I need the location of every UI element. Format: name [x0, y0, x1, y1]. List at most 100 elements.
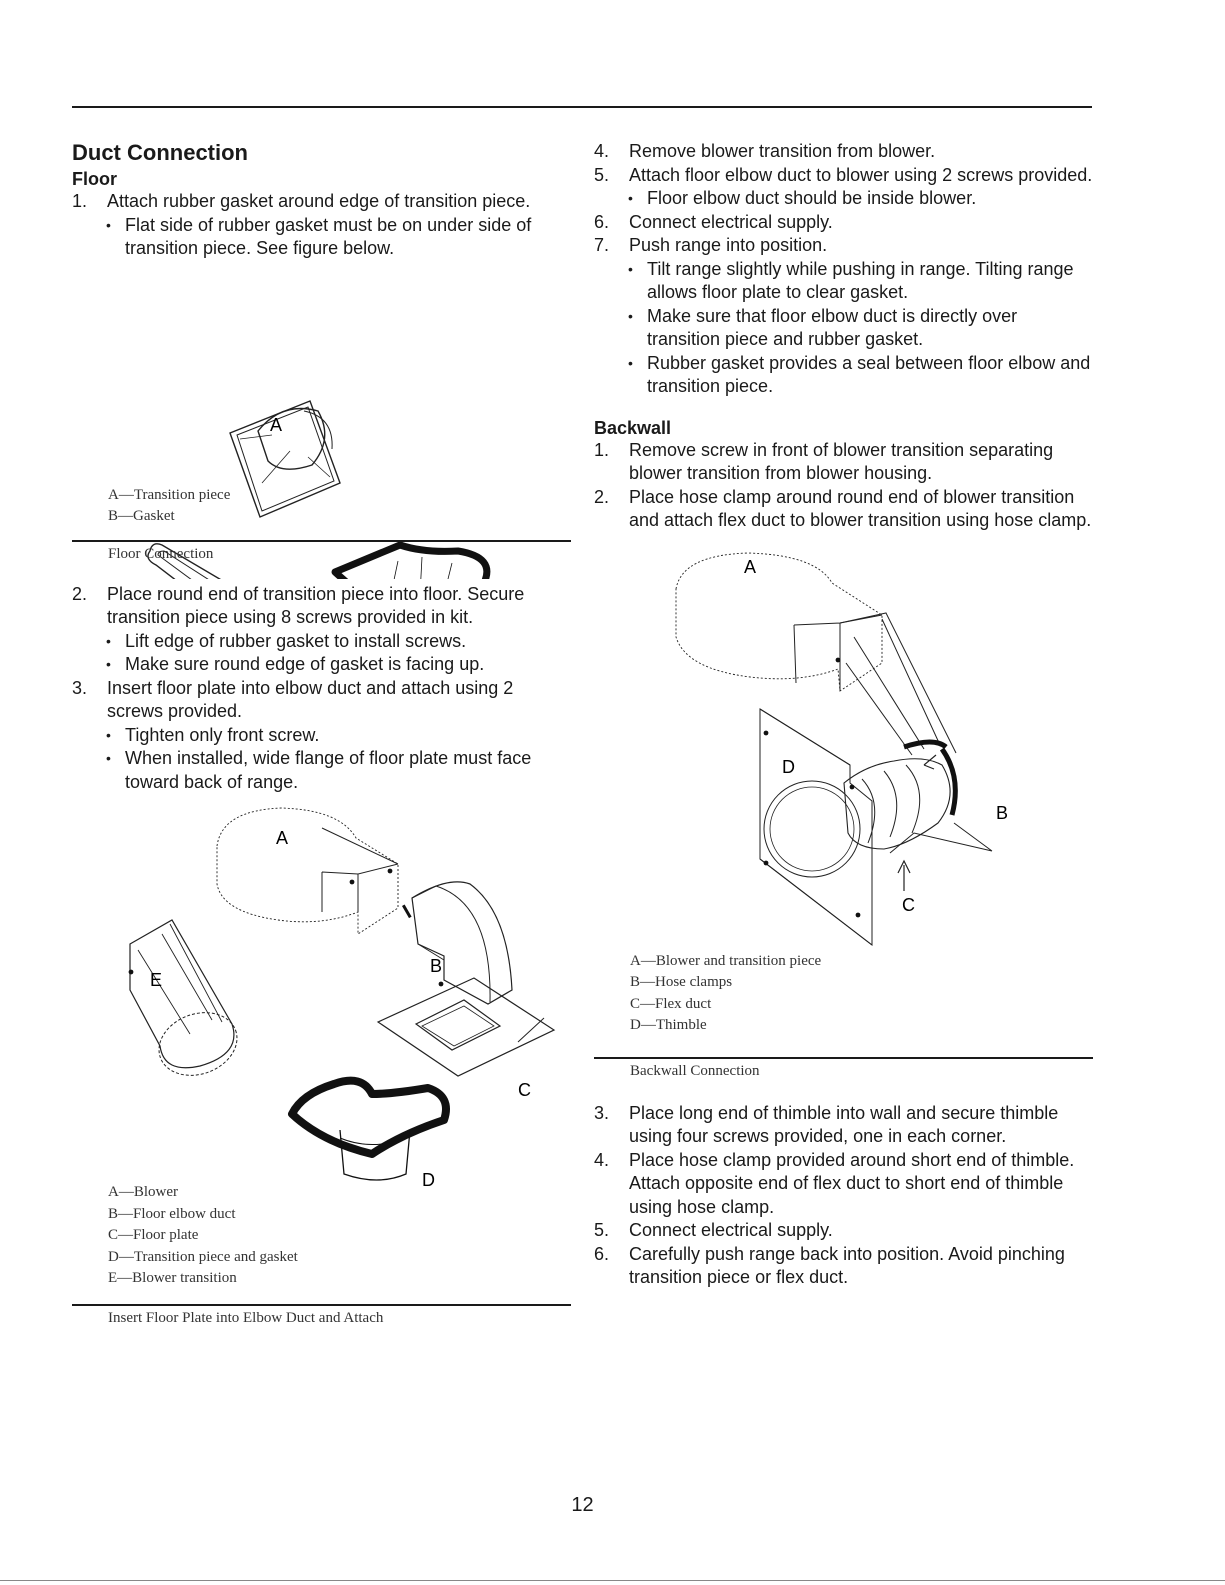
floor-step-7-bullet-1: • Tilt range slightly while pushing in r… — [594, 258, 1094, 305]
step-number: 5. — [594, 1220, 610, 1240]
step-text: Attach rubber gasket around edge of tran… — [107, 191, 531, 211]
floor-step-3-bullet-1: • Tighten only front screw. — [72, 724, 572, 748]
step-text: Remove blower transition from blower. — [629, 141, 936, 161]
floor-step-5-bullet-1: • Floor elbow duct should be inside blow… — [594, 187, 1094, 211]
floor-step-1-bullet-1: • Flat side of rubber gasket must be on … — [72, 214, 572, 261]
floor-step-4: 4. Remove blower transition from blower. — [594, 140, 1094, 164]
step-number: 1. — [594, 439, 610, 460]
floor-step-2: 2. Place round end of transition piece i… — [72, 583, 572, 630]
fig2-label-a: A — [276, 828, 288, 848]
backwall-heading: Backwall — [594, 417, 672, 438]
step-text: Insert floor plate into elbow duct and a… — [107, 677, 514, 722]
step-number: 7. — [594, 235, 610, 255]
right-column: 4. Remove blower transition from blower.… — [594, 140, 1094, 1290]
fig1-caption: Floor Connection — [72, 539, 571, 563]
fig3-label-c: C — [902, 895, 915, 915]
bullet-text: Tilt range slightly while pushing in ran… — [647, 258, 1074, 303]
step-text: Connect electrical supply. — [629, 211, 833, 232]
step-number: 4. — [594, 1149, 610, 1170]
floor-step-7: 7. Push range into position. — [594, 234, 1094, 258]
legend-item: A—Blower — [108, 1184, 178, 1200]
legend-item: B—Gasket — [108, 508, 175, 524]
floor-step-5: 5. Attach floor elbow duct to blower usi… — [594, 164, 1094, 188]
step-text: Carefully push range back into position.… — [629, 1243, 1065, 1288]
bullet-icon: • — [106, 750, 111, 766]
legend-item: D—Transition piece and gasket — [108, 1248, 298, 1265]
fig2-label-d: D — [422, 1170, 435, 1190]
bullet-text: Make sure that floor elbow duct is direc… — [647, 305, 1018, 350]
step-number: 5. — [594, 164, 610, 185]
bullet-icon: • — [628, 354, 633, 371]
fig3-legend: A—Blower and transition piece B—Hose cla… — [594, 951, 1094, 1037]
step-text: Place round end of transition piece into… — [107, 583, 525, 628]
bullet-text: Lift edge of rubber gasket to install sc… — [125, 630, 467, 651]
backwall-step-6: 6. Carefully push range back into positi… — [594, 1243, 1094, 1290]
floor-connection-figure: A B — [147, 399, 491, 579]
step-text: Place long end of thimble into wall and … — [629, 1102, 1059, 1147]
fig1-legend: A—Transition piece B—Gasket — [72, 485, 572, 528]
backwall-step-5: 5. Connect electrical supply. — [594, 1219, 1094, 1243]
step-text: Push range into position. — [629, 235, 828, 255]
bullet-icon: • — [106, 632, 111, 649]
bullet-text: Floor elbow duct should be inside blower… — [647, 188, 977, 208]
backwall-connection-figure: A B C D — [675, 552, 1008, 946]
fig2-label-e: E — [150, 970, 162, 990]
bottom-rule — [0, 1580, 1225, 1581]
legend-item: B—Floor elbow duct — [108, 1205, 236, 1222]
floor-step-2-bullet-1: • Lift edge of rubber gasket to install … — [72, 630, 572, 654]
step-number: 3. — [72, 677, 88, 698]
floor-step-2-bullet-2: • Make sure round edge of gasket is faci… — [72, 653, 572, 677]
fig3-label-d: D — [782, 757, 795, 777]
fig2-caption: Insert Floor Plate into Elbow Duct and A… — [72, 1303, 571, 1327]
backwall-step-4: 4. Place hose clamp provided around shor… — [594, 1149, 1094, 1220]
legend-item: C—Flex duct — [630, 995, 712, 1012]
step-number: 6. — [594, 211, 610, 232]
fig1-label-a: A — [270, 415, 282, 435]
floor-step-7-bullet-2: • Make sure that floor elbow duct is dir… — [594, 305, 1094, 352]
fig3-label-b: B — [996, 803, 1008, 823]
fig2-label-b: B — [430, 956, 442, 976]
legend-item: E—Blower transition — [108, 1270, 237, 1286]
left-column: Duct Connection Floor 1. Attach rubber g… — [72, 140, 572, 1327]
step-number: 2. — [72, 583, 88, 604]
backwall-step-3: 3. Place long end of thimble into wall a… — [594, 1102, 1094, 1149]
floor-step-7-bullet-3: • Rubber gasket provides a seal between … — [594, 352, 1094, 399]
legend-item: D—Thimble — [630, 1017, 707, 1033]
legend-item: C—Floor plate — [108, 1227, 199, 1243]
step-text: Place hose clamp provided around short e… — [629, 1149, 1075, 1217]
bullet-text: Make sure round edge of gasket is facing… — [125, 654, 485, 674]
bullet-text: Flat side of rubber gasket must be on un… — [125, 214, 532, 259]
floor-step-1: 1. Attach rubber gasket around edge of t… — [72, 190, 572, 214]
bullet-icon: • — [106, 216, 111, 233]
floor-step-3: 3. Insert floor plate into elbow duct an… — [72, 677, 572, 724]
fig3-label-a: A — [744, 557, 756, 577]
section-title: Duct Connection — [72, 140, 248, 165]
legend-item: B—Hose clamps — [630, 974, 733, 990]
fig2-label-c: C — [518, 1080, 531, 1100]
step-number: 6. — [594, 1243, 610, 1264]
step-text: Place hose clamp around round end of blo… — [629, 486, 1092, 531]
bullet-icon: • — [628, 307, 633, 324]
step-text: Connect electrical supply. — [629, 1220, 833, 1240]
elbow-duct-figure: A B C D E — [128, 807, 556, 1190]
bullet-icon: • — [628, 260, 633, 277]
floor-heading: Floor — [72, 169, 117, 189]
floor-step-6: 6. Connect electrical supply. — [594, 211, 1094, 235]
fig2-legend: A—Blower B—Floor elbow duct C—Floor plat… — [72, 1182, 572, 1290]
page-number: 12 — [571, 1494, 594, 1516]
bullet-text: Tighten only front screw. — [125, 724, 320, 745]
backwall-step-2: 2. Place hose clamp around round end of … — [594, 486, 1094, 533]
bullet-icon: • — [106, 726, 111, 743]
step-number: 2. — [594, 486, 610, 507]
legend-item: A—Transition piece — [108, 486, 231, 503]
step-number: 3. — [594, 1102, 610, 1123]
top-rule — [72, 106, 1092, 108]
bullet-icon: • — [106, 656, 111, 672]
fig3-caption: Backwall Connection — [594, 1056, 1093, 1080]
bullet-text: When installed, wide flange of floor pla… — [125, 748, 532, 792]
step-text: Remove screw in front of blower transiti… — [629, 439, 1054, 484]
floor-step-3-bullet-2: • When installed, wide flange of floor p… — [72, 747, 572, 794]
step-text: Attach floor elbow duct to blower using … — [629, 164, 1093, 185]
bullet-text: Rubber gasket provides a seal between fl… — [647, 352, 1091, 397]
legend-item: A—Blower and transition piece — [630, 952, 822, 969]
